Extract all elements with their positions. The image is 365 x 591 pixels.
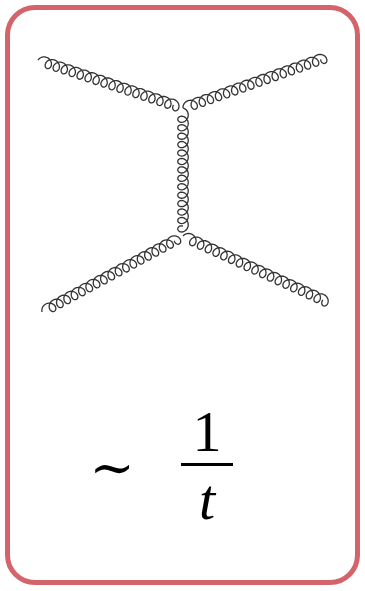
fraction-denominator: t [199,471,215,529]
fraction-bar [181,463,233,466]
gluon-line [183,233,328,306]
tilde-symbol: ∼ [89,441,134,495]
gluon-line [38,57,179,111]
fraction-numerator: 1 [193,403,222,461]
diagram-frame: ∼ 1 t [5,5,360,585]
gluon-line [183,54,327,109]
gluon-line [42,236,181,312]
gluon-propagator [178,108,189,232]
